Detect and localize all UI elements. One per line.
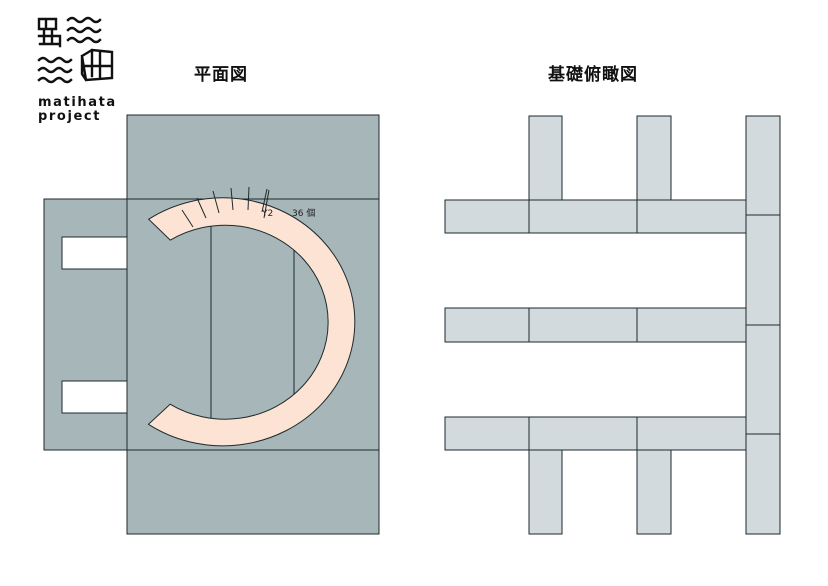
arc-bench <box>147 197 356 447</box>
column-right-seg3 <box>745 324 781 435</box>
beam-row1-seg1 <box>444 199 530 234</box>
beam-row1-seg3 <box>636 199 747 234</box>
matihata-logo-mark <box>37 16 114 84</box>
post-bottom-1 <box>528 449 563 535</box>
plan-view-title: 平面図 <box>194 65 248 85</box>
beam-row3-seg2 <box>528 416 638 451</box>
arc-annotation-count: 36 個 <box>292 207 315 219</box>
window-opening-lower <box>61 380 128 414</box>
upper-slab <box>126 114 380 200</box>
arc-annotation-type: Y2 <box>261 209 273 219</box>
beam-row2-seg3 <box>636 307 747 343</box>
logo-text-line1: matihata <box>38 95 117 110</box>
beam-row3-seg3 <box>636 416 747 451</box>
beam-row2-seg2 <box>528 307 638 343</box>
beam-row2-seg1 <box>444 307 530 343</box>
post-top-1 <box>528 115 563 201</box>
logo-text-line2: project <box>38 109 102 124</box>
beam-row3-seg1 <box>444 416 530 451</box>
post-top-2 <box>636 115 672 201</box>
post-bottom-2 <box>636 449 672 535</box>
column-right-seg1 <box>745 115 781 216</box>
lower-slab <box>126 449 380 535</box>
column-right-seg4 <box>745 433 781 535</box>
foundation-view-title: 基礎俯瞰図 <box>548 65 638 85</box>
column-right-seg2 <box>745 214 781 326</box>
window-opening-upper <box>61 236 128 270</box>
beam-row1-seg2 <box>528 199 638 234</box>
